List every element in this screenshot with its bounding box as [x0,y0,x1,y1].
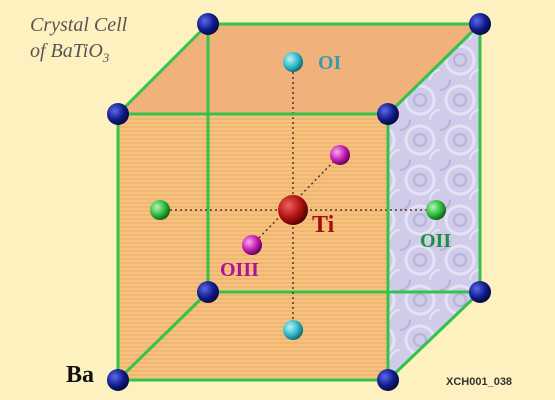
ba-atom-front-bottom-left [107,369,129,391]
o-iii-atom-front [242,235,262,255]
title-formula-subscript: 3 [102,50,110,65]
ba-atom-front-top-left [107,103,129,125]
title-line-1: Crystal Cell [30,14,128,36]
o-ii-atom-right [426,200,446,220]
ba-atom-back-top-right [469,13,491,35]
label-oii: OII [420,230,452,252]
back-edges [116,24,480,382]
ti-atom [278,195,308,225]
label-ba: Ba [66,362,95,388]
label-oi: OI [318,52,342,74]
title-formula: of BaTiO [30,40,103,62]
figure-code: XCH001_038 [446,376,513,388]
axis-lines [160,62,436,330]
o-iii-atom-back [330,145,350,165]
ba-atom-front-top-right [377,103,399,125]
ba-atom-back-bottom-left [197,281,219,303]
front-edges [116,22,482,382]
ba-atom-front-bottom-right [377,369,399,391]
label-oiii: OIII [220,259,259,281]
ba-atom-back-top-left [197,13,219,35]
o-i-atom-top [283,52,303,72]
o-ii-atom-left [150,200,170,220]
o-i-atom-bottom [283,320,303,340]
label-ti: Ti [312,212,335,238]
title-line-2: of BaTiO3 [30,40,109,66]
ba-atom-back-bottom-right [469,281,491,303]
